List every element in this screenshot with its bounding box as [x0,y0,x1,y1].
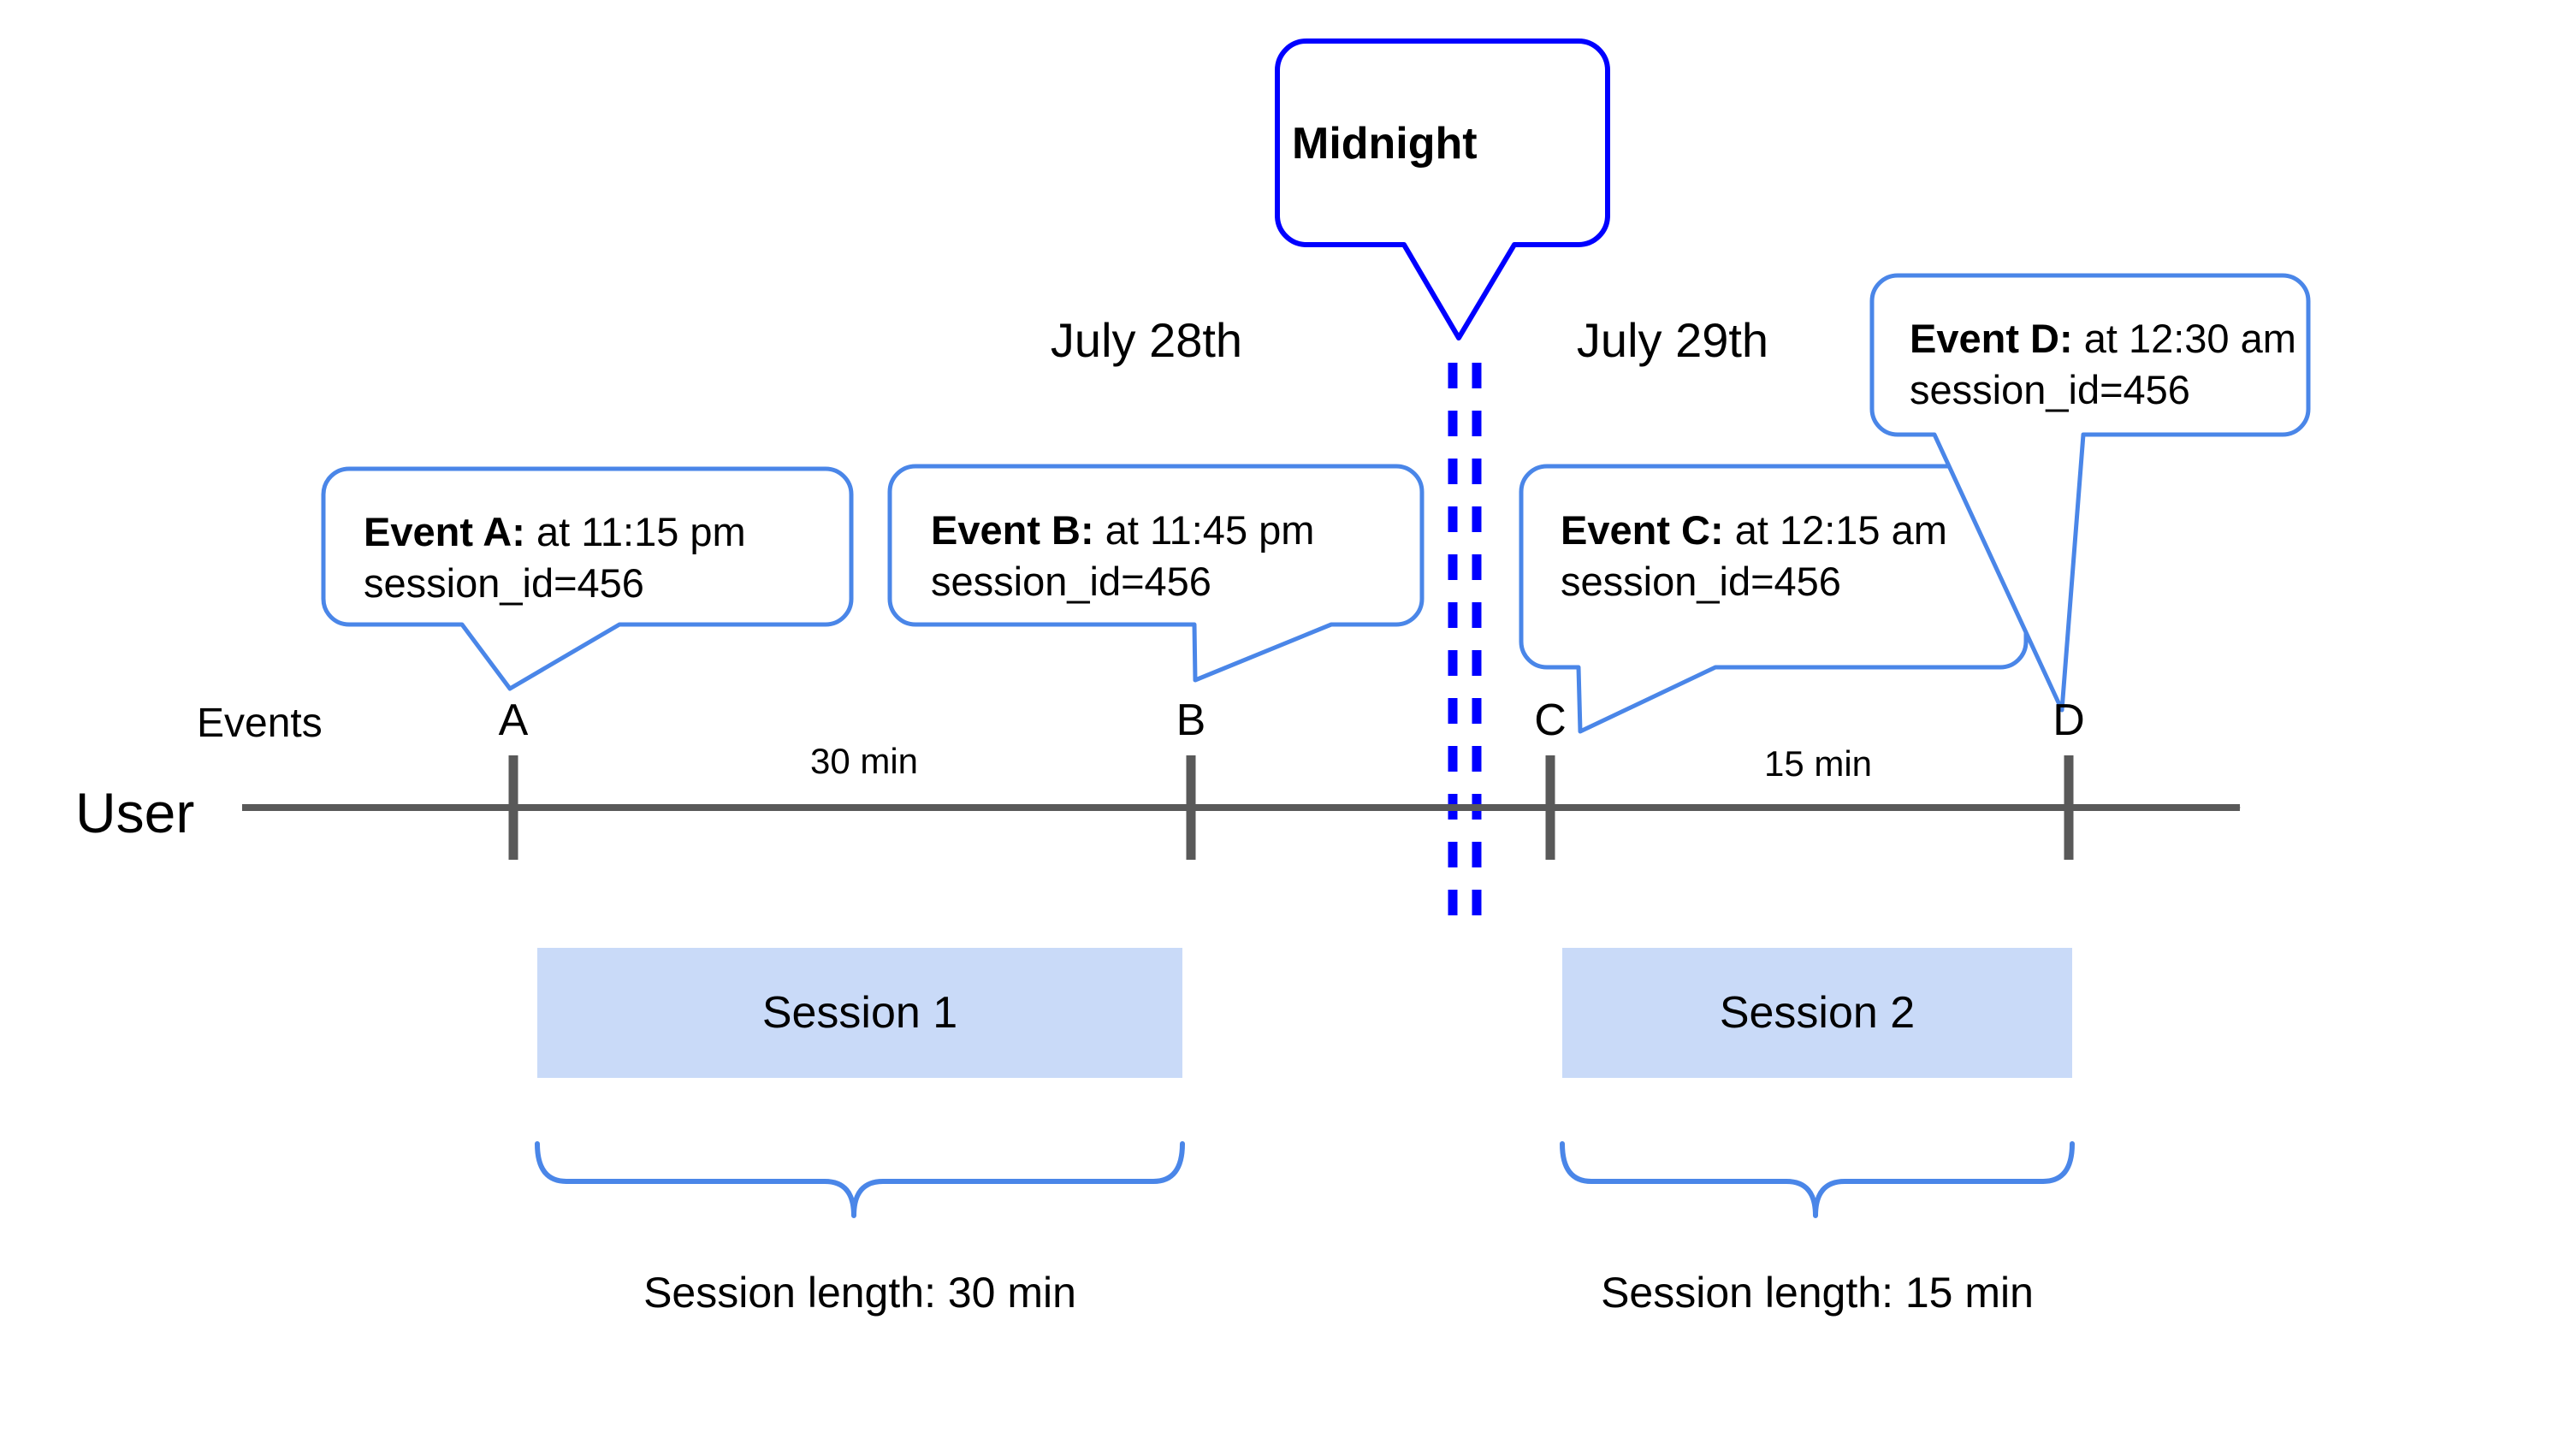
session-2-length-caption: Session length: 15 min [1601,1269,2034,1317]
event-b-attribute: session_id=456 [931,559,1211,605]
event-b-detail: at 11:45 pm [1093,507,1315,553]
row-label-user: User [75,781,195,844]
session-2-box: Session 2 [1562,948,2072,1078]
event-a-attribute: session_id=456 [364,560,644,607]
date-label-july-29: July 29th [1576,313,1769,367]
session-1-length-caption: Session length: 30 min [643,1269,1076,1317]
event-d-detail: at 12:30 am [2072,316,2296,361]
event-c-title: Event C: [1561,507,1724,553]
event-point-label-a: A [498,695,529,745]
date-label-july-28: July 28th [1050,313,1243,367]
event-d-title: Event D: [1910,316,2073,361]
event-point-label-b: B [1176,695,1206,745]
duration-label-a-to-b: 30 min [809,741,919,781]
midnight-callout-shape [1275,38,1610,340]
event-c-callout-text: Event C: at 12:15 am session_id=456 [1561,505,2040,607]
event-c-detail: at 12:15 am [1723,507,1947,553]
event-a-title: Event A: [364,509,525,554]
row-label-events: Events [197,701,323,746]
session-1-label: Session 1 [761,988,958,1038]
event-a-callout-text: Event A: at 11:15 pm session_id=456 [364,506,843,609]
session-2-label: Session 2 [1719,988,1916,1038]
session-1-brace [535,1141,1185,1218]
event-point-label-d: D [2052,695,2085,745]
event-d-attribute: session_id=456 [1910,367,2190,413]
event-b-title: Event B: [931,507,1094,553]
midnight-label: Midnight [1292,119,1478,169]
event-d-callout-text: Event D: at 12:30 am session_id=456 [1910,313,2389,416]
session-2-brace [1560,1141,2075,1218]
duration-label-c-to-d: 15 min [1763,743,1873,784]
event-c-attribute: session_id=456 [1561,559,1841,605]
event-point-label-c: C [1534,695,1567,745]
session-1-box: Session 1 [537,948,1182,1078]
event-b-callout-text: Event B: at 11:45 pm session_id=456 [931,505,1410,607]
event-a-detail: at 11:15 pm [524,509,746,554]
